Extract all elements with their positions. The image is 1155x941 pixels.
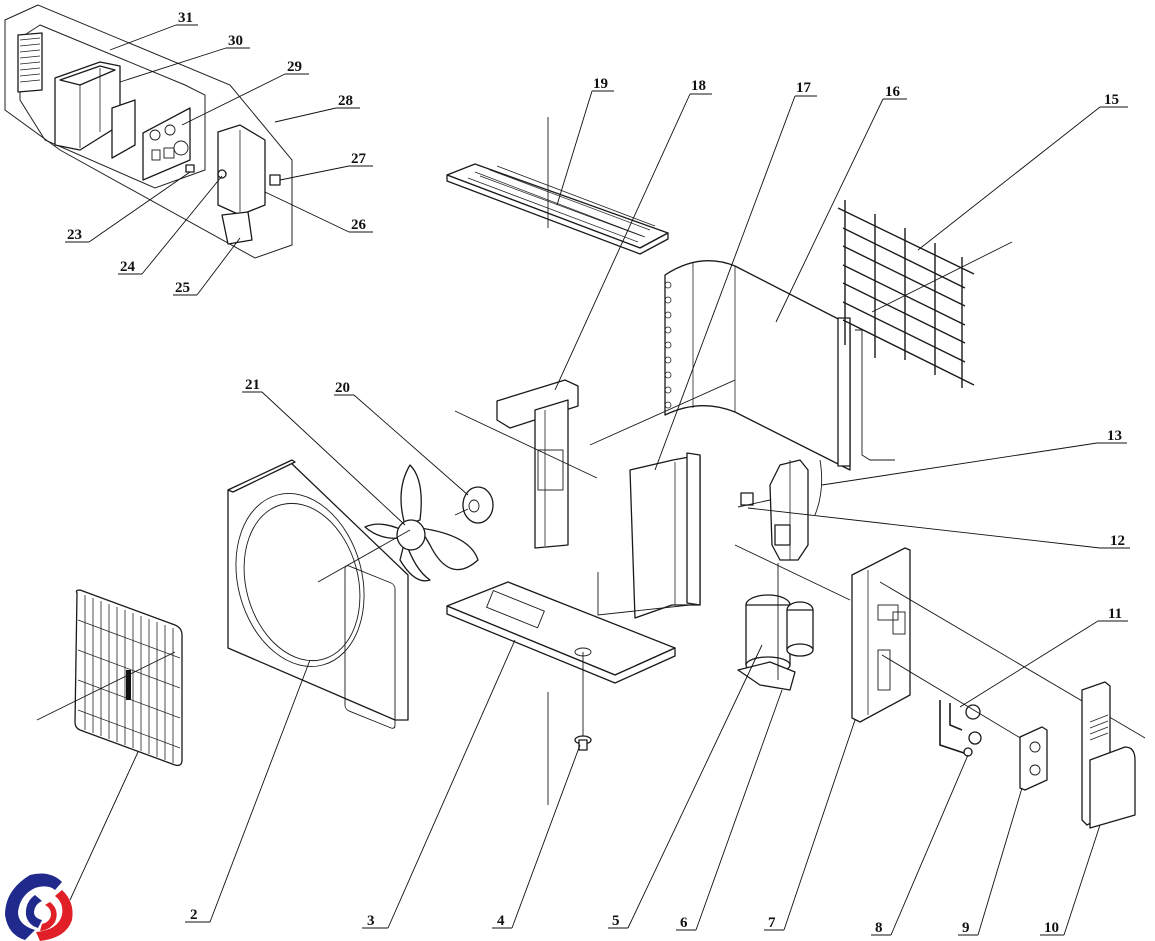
heat-sink-part — [17, 32, 43, 93]
svg-text:31: 31 — [178, 10, 193, 26]
drain-joint-part — [574, 735, 592, 751]
callout-30: 30 — [119, 33, 250, 83]
svg-text:13: 13 — [1107, 428, 1122, 444]
svg-text:17: 17 — [796, 80, 812, 96]
svg-text:9: 9 — [962, 920, 970, 936]
callout-11: 11 — [959, 606, 1128, 708]
motor-support-part — [454, 379, 598, 549]
terminal-part — [217, 124, 281, 245]
callout-15: 15 — [917, 92, 1128, 251]
fan-motor-part — [454, 486, 494, 524]
callout-29: 29 — [181, 59, 309, 126]
callout-27: 27 — [279, 151, 373, 181]
svg-text:24: 24 — [120, 259, 136, 275]
callout-6: 6 — [676, 689, 783, 931]
callout-25: 25 — [173, 237, 241, 296]
right-handle-cover-part — [1081, 681, 1136, 829]
callout-7: 7 — [764, 719, 856, 931]
callout-16: 16 — [775, 84, 907, 323]
callout-17: 17 — [654, 80, 817, 471]
svg-text:28: 28 — [338, 93, 353, 109]
svg-text:12: 12 — [1110, 533, 1125, 549]
base-plate-part — [446, 581, 676, 805]
callout-4: 4 — [492, 744, 581, 929]
compressor-part — [737, 563, 814, 691]
svg-text:18: 18 — [691, 78, 706, 94]
callout-2: 2 — [185, 659, 311, 923]
svg-text:8: 8 — [875, 920, 883, 936]
svg-text:5: 5 — [612, 913, 620, 929]
callout-19: 19 — [556, 76, 614, 206]
callout-3: 3 — [362, 639, 516, 929]
front-grille-part — [36, 589, 183, 767]
callout-9: 9 — [958, 787, 1023, 936]
condenser-part — [589, 260, 895, 471]
axial-fan-part — [364, 464, 479, 582]
front-panel-part — [227, 459, 411, 729]
top-cover-part — [446, 117, 669, 255]
svg-text:2: 2 — [190, 907, 198, 923]
electric-box-part — [54, 61, 136, 159]
callout-23: 23 — [65, 171, 191, 243]
rear-grille-part — [837, 200, 1013, 388]
svg-text:15: 15 — [1104, 92, 1119, 108]
valve-assembly-part — [881, 654, 1033, 757]
callout-5: 5 — [608, 644, 763, 929]
svg-text:21: 21 — [245, 377, 260, 393]
callout-28: 28 — [274, 93, 360, 123]
callout-10: 10 — [1040, 824, 1101, 936]
callout-8: 8 — [871, 754, 969, 936]
valve-support-part — [1019, 726, 1048, 791]
svg-text:27: 27 — [351, 151, 367, 167]
electric-box-assembly-group — [4, 4, 293, 259]
svg-text:26: 26 — [351, 217, 367, 233]
svg-text:3: 3 — [367, 913, 375, 929]
callout-20: 20 — [334, 380, 469, 496]
callout-12: 12 — [747, 507, 1130, 549]
brand-swirl-logo — [5, 873, 73, 941]
control-board-part — [142, 107, 195, 181]
svg-text:23: 23 — [67, 227, 82, 243]
svg-text:7: 7 — [768, 915, 776, 931]
svg-text:4: 4 — [497, 913, 505, 929]
callout-24: 24 — [118, 175, 223, 275]
partition-plate-part — [597, 452, 701, 619]
svg-text:6: 6 — [680, 915, 688, 931]
callout-13: 13 — [821, 428, 1127, 486]
svg-text:29: 29 — [287, 59, 302, 75]
svg-text:19: 19 — [593, 76, 608, 92]
callout-26: 26 — [264, 191, 373, 233]
assembly-boundary-outer — [4, 4, 293, 259]
svg-text:10: 10 — [1044, 920, 1059, 936]
pipe-assembly-part — [734, 459, 851, 601]
svg-text:11: 11 — [1108, 606, 1122, 622]
reactor-part — [740, 492, 754, 506]
callout-18: 18 — [554, 78, 712, 391]
svg-text:20: 20 — [335, 380, 350, 396]
svg-text:25: 25 — [175, 280, 190, 296]
callout-labels: 2 3 4 5 6 7 8 — [65, 10, 1130, 936]
callout-31: 31 — [109, 10, 198, 51]
svg-text:16: 16 — [885, 84, 901, 100]
svg-text:30: 30 — [228, 33, 243, 49]
callout-grille-leader — [69, 751, 139, 901]
callout-21: 21 — [242, 377, 406, 526]
